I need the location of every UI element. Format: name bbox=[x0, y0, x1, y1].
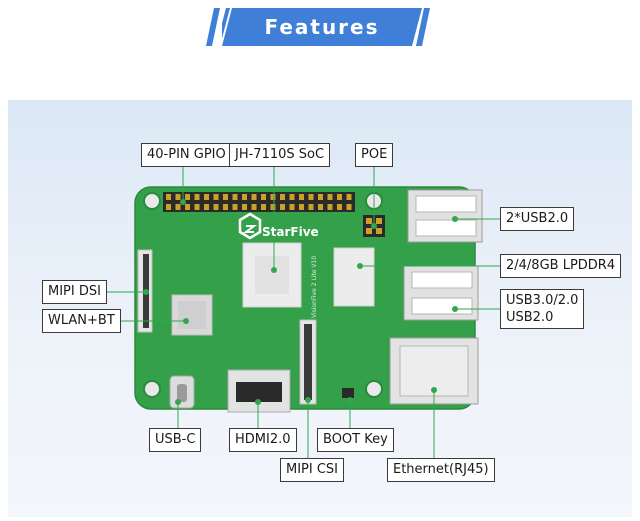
callout-gpio: 40-PIN GPIO bbox=[141, 143, 232, 167]
callout-boot: BOOT Key bbox=[317, 428, 394, 452]
usb2-ports bbox=[407, 189, 483, 243]
mounting-holes bbox=[143, 192, 383, 398]
callout-hdmi: HDMI2.0 bbox=[229, 428, 297, 452]
gpio-header bbox=[163, 192, 355, 212]
callout-usb3-line1: USB3.0/2.0 bbox=[506, 293, 579, 308]
boot-key bbox=[342, 388, 354, 398]
callout-mipi-csi: MIPI CSI bbox=[280, 458, 345, 482]
callout-wlan: WLAN+BT bbox=[42, 309, 121, 333]
hdmi-port bbox=[227, 369, 291, 413]
board-logo-text: StarFive bbox=[262, 225, 319, 239]
usb3-ports bbox=[403, 265, 479, 321]
ram-chip bbox=[333, 247, 375, 307]
mipi-csi-connector bbox=[299, 319, 317, 405]
wlan-module bbox=[171, 294, 213, 336]
features-banner: Features bbox=[216, 6, 422, 48]
callout-usb2: 2*USB2.0 bbox=[500, 207, 575, 231]
callout-ram: 2/4/8GB LPDDR4 bbox=[500, 254, 622, 278]
soc-chip bbox=[242, 242, 302, 308]
callout-mipi-dsi: MIPI DSI bbox=[42, 280, 107, 304]
callout-usb3-line2: USB2.0 bbox=[506, 310, 554, 325]
banner-accents bbox=[206, 8, 430, 46]
callout-usbc: USB-C bbox=[149, 428, 202, 452]
board-silkscreen: VisionFive 2 Lite V10 bbox=[311, 256, 318, 318]
starfive-logo-icon bbox=[238, 212, 262, 240]
callout-soc: JH-7110S SoC bbox=[229, 143, 331, 167]
usb-c-port bbox=[169, 375, 195, 409]
leader-lines bbox=[105, 166, 500, 458]
callout-poe: POE bbox=[355, 143, 394, 167]
callout-ethernet: Ethernet(RJ45) bbox=[387, 458, 495, 482]
leader-dots bbox=[143, 199, 458, 405]
banner-title: Features bbox=[264, 15, 380, 39]
callout-usb3: USB3.0/2.0 USB2.0 bbox=[500, 289, 585, 329]
